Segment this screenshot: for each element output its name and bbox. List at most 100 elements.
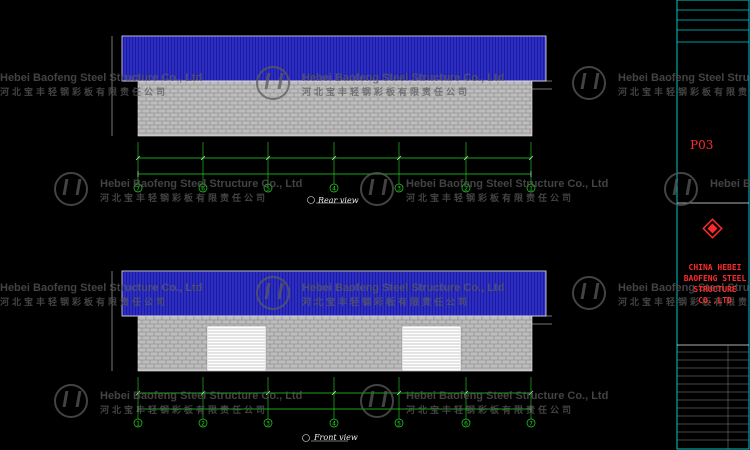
watermark: Hebei Baofeng Steel Structure Co., Ltd 河… [54, 172, 303, 206]
axis-bubble [198, 183, 208, 193]
company-line: BAOFENG STEEL [683, 274, 747, 283]
company-logo-icon [702, 218, 723, 239]
baofeng-logo-icon [572, 66, 606, 100]
axis-bubble [263, 183, 273, 193]
axis-bubble [329, 183, 339, 193]
axis-bubble [526, 183, 536, 193]
company-line: CO.,LTD [698, 296, 732, 305]
watermark-en: Hebei Baofeng Steel Structure Co., Ltd [100, 178, 303, 190]
watermark: Hebei Baofeng Steel Structure Co., Ltd 河… [54, 384, 303, 418]
baofeng-logo-icon [54, 172, 88, 206]
watermark-cn: 河北宝丰轻钢彩板有限责任公司 [100, 405, 269, 415]
dim-tick [396, 155, 402, 161]
watermark-cn: 河北宝丰轻钢彩板有限责任公司 [618, 297, 750, 307]
rolling-door [206, 325, 267, 372]
axis-bubble [329, 418, 339, 428]
axis-label: 7 [529, 421, 533, 428]
watermark-cn: 河北宝丰轻钢彩板有限责任公司 [302, 297, 471, 307]
watermark: Hebei Baofeng Steel Structure Co., Ltd 河… [0, 72, 202, 98]
watermark-cn: 河北宝丰轻钢彩板有限责任公司 [406, 405, 575, 415]
axis-label: 7 [136, 186, 140, 193]
axis-label: 1 [529, 186, 533, 193]
axis-bubble [394, 418, 404, 428]
axis-bubble [461, 183, 471, 193]
dim-tick [200, 390, 206, 396]
view-marker-icon [307, 196, 315, 204]
watermark: Hebei Baofeng Steel Structure Co., Ltd 河… [256, 66, 505, 100]
axis-bubble [198, 418, 208, 428]
dim-tick [463, 390, 469, 396]
axis-label: 4 [332, 186, 336, 193]
watermark-en: Hebei Baofeng Steel Structure Co., Ltd [618, 282, 750, 294]
watermark-cn: 河北宝丰轻钢彩板有限责任公司 [302, 87, 471, 97]
dim-tick [528, 390, 534, 396]
dim-tick [135, 390, 141, 396]
dim-tick [135, 155, 141, 161]
watermark: Hebei Baofeng Steel Structure Co., Ltd 河… [256, 276, 505, 310]
axis-label: 4 [332, 421, 336, 428]
sheet-number: P03 [690, 138, 714, 152]
watermark-cn: 河北宝丰轻钢彩板有限责任公司 [406, 193, 575, 203]
company-line: CHINA HEBEI [688, 263, 742, 272]
company-line: STRUCTURE [693, 285, 737, 294]
axis-label: 6 [201, 186, 205, 193]
watermark-en: Hebei Baofeng Steel Structure Co., Ltd [406, 390, 609, 402]
watermark-en: Hebei Baofeng Steel Structure Co., Ltd [100, 390, 303, 402]
watermark-en: Hebei Baofeng Steel Structure Co., Ltd [0, 282, 203, 294]
watermark-en: Hebei Baofeng Steel Structure Co., Ltd [710, 178, 750, 190]
rolling-door [401, 325, 462, 372]
watermark-cn: 河北宝丰轻钢彩板有限责任公司 [0, 297, 169, 307]
axis-label: 5 [266, 186, 270, 193]
watermark: Hebei Baofeng Steel Structure Co., Ltd 河… [360, 384, 609, 418]
baofeng-logo-icon [360, 384, 394, 418]
dim-tick [265, 390, 271, 396]
title-block-frame [676, 0, 750, 450]
axis-bubble [526, 418, 536, 428]
watermark-en: Hebei Baofeng Steel Structure Co., Ltd [406, 178, 609, 190]
watermark: Hebei Baofeng Steel Structure Co., Ltd 河… [572, 66, 750, 100]
axis-label: 5 [397, 421, 401, 428]
rear-view-title: Rear view [318, 196, 359, 205]
watermark-en: Hebei Baofeng Steel Structure Co., Ltd [0, 72, 203, 84]
axis-label: 3 [266, 421, 270, 428]
axis-label: 1 [136, 421, 140, 428]
dim-tick [396, 390, 402, 396]
front-view-title: Front view [314, 433, 358, 442]
roof-panel [121, 35, 547, 82]
dim-tick [463, 155, 469, 161]
axis-bubble [133, 183, 143, 193]
axis-label: 2 [201, 421, 205, 428]
dim-tick [331, 390, 337, 396]
baofeng-logo-icon [256, 66, 290, 100]
company-logo-icon [707, 223, 718, 234]
baofeng-logo-icon [664, 172, 698, 206]
dim-tick [200, 155, 206, 161]
brick-wall [137, 315, 533, 372]
view-marker-icon [302, 434, 310, 442]
axis-label: 2 [464, 186, 468, 193]
watermark-en: Hebei Baofeng Steel Structure Co., Ltd [618, 72, 750, 84]
baofeng-logo-icon [256, 276, 290, 310]
baofeng-logo-icon [360, 172, 394, 206]
watermark: Hebei Baofeng Steel Structure Co., Ltd [664, 172, 750, 206]
watermark-cn: 河北宝丰轻钢彩板有限责任公司 [100, 193, 269, 203]
watermark-cn: 河北宝丰轻钢彩板有限责任公司 [618, 87, 750, 97]
baofeng-logo-icon [54, 384, 88, 418]
title-block-company: CHINA HEBEI BAOFENG STEEL STRUCTURE CO.,… [680, 262, 750, 306]
baofeng-logo-icon [572, 276, 606, 310]
roof-panel [121, 270, 547, 317]
watermark: Hebei Baofeng Steel Structure Co., Ltd 河… [572, 276, 750, 310]
watermark-en: Hebei Baofeng Steel Structure Co., Ltd [302, 72, 505, 84]
axis-bubble [263, 418, 273, 428]
watermark: Hebei Baofeng Steel Structure Co., Ltd 河… [360, 172, 609, 206]
dim-tick [265, 155, 271, 161]
axis-bubble [394, 183, 404, 193]
axis-bubble [461, 418, 471, 428]
dim-tick [331, 155, 337, 161]
axis-label: 3 [397, 186, 401, 193]
axis-label: 6 [464, 421, 468, 428]
dim-tick [528, 155, 534, 161]
watermark-en: Hebei Baofeng Steel Structure Co., Ltd [302, 282, 505, 294]
